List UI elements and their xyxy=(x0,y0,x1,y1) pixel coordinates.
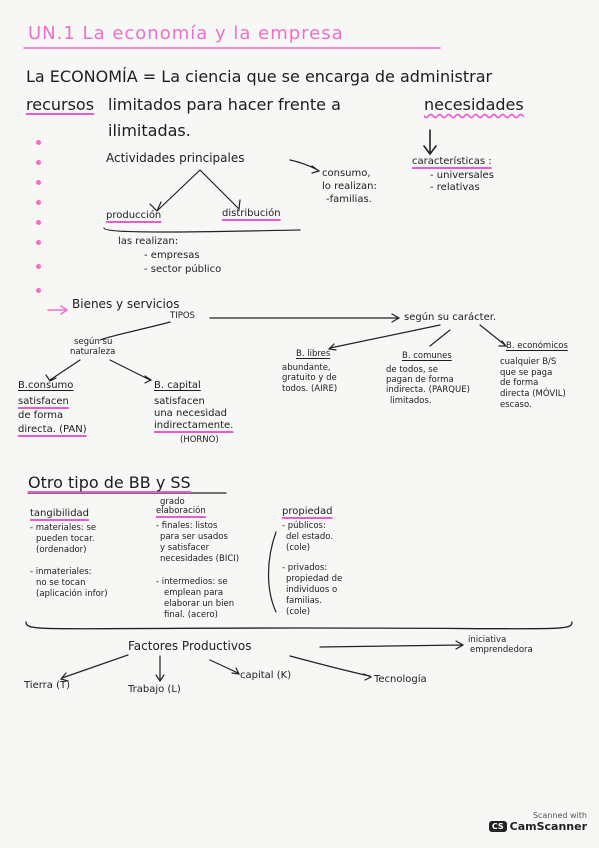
produccion-label: producción xyxy=(106,210,162,221)
margin-dot xyxy=(36,240,41,245)
intermedios-4: final. (acero) xyxy=(164,610,218,620)
materiales-2: pueden tocar. xyxy=(36,534,95,544)
b-libres-desc-2: gratuito y de xyxy=(282,373,337,383)
recursos-word: recursos xyxy=(26,95,95,114)
empresas-item: - empresas xyxy=(144,250,200,261)
inmateriales-3: (aplicación infor) xyxy=(36,589,108,599)
b-economicos-desc-2: que se paga xyxy=(500,368,553,378)
otro-tipo-heading: Otro tipo de BB y SS xyxy=(28,473,191,492)
b-libres-desc-1: abundante, xyxy=(282,363,331,373)
ilimitadas-text: ilimitadas. xyxy=(108,121,191,140)
b-libres-desc-3: todos. (AIRE) xyxy=(282,384,338,394)
b-comunes-desc-2: pagan de forma xyxy=(386,375,454,385)
b-consumo-desc-2: de forma xyxy=(18,410,64,421)
b-capital-label: B. capital xyxy=(154,380,201,391)
intermedios-1: - intermedios: se xyxy=(156,577,228,587)
b-capital-desc-3: indirectamente. xyxy=(154,420,234,431)
b-libres-label: B. libres xyxy=(296,349,331,359)
consumo-familias: -familias. xyxy=(326,194,372,205)
finales-3: y satisfacer xyxy=(160,543,210,553)
consumo-label: consumo, xyxy=(322,168,371,179)
b-comunes-label: B. comunes xyxy=(402,351,452,361)
materiales-1: - materiales: se xyxy=(30,523,97,533)
finales-4: necesidades (BICI) xyxy=(160,554,240,564)
actividades-label: Actividades principales xyxy=(106,151,245,165)
bienes-servicios-heading: Bienes y servicios xyxy=(72,297,180,311)
margin-dot xyxy=(36,200,41,205)
b-economicos-label: B. económicos xyxy=(506,341,568,351)
b-comunes-desc-3: indirecta. (PARQUE) xyxy=(386,385,470,395)
finales-1: - finales: listos xyxy=(156,521,218,531)
factor-tecnologia: Tecnología xyxy=(374,674,427,685)
intermedios-3: elaborar un bien xyxy=(164,599,235,609)
distribucion-label: distribución xyxy=(222,208,281,219)
privados-3: individuos o xyxy=(286,585,338,595)
margin-dot xyxy=(36,180,41,185)
scanned-with-label: Scanned with xyxy=(532,811,587,820)
b-capital-desc-1: satisfacen xyxy=(154,396,205,407)
sector-publico-item: - sector público xyxy=(144,264,222,275)
margin-dot xyxy=(36,288,41,293)
factores-heading: Factores Productivos xyxy=(128,639,252,653)
b-economicos-desc-4: directa (MÓVIL) xyxy=(500,389,566,399)
caracteristicas-label: características : xyxy=(412,156,492,167)
factor-iniciativa-1: iniciativa xyxy=(468,635,507,645)
finales-2: para ser usados xyxy=(160,532,228,542)
factor-trabajo: Trabajo (L) xyxy=(128,684,181,695)
grado-label-2: elaboración xyxy=(156,506,206,516)
realizan-label: las realizan: xyxy=(118,236,179,247)
b-consumo-label: B.consumo xyxy=(18,380,74,391)
camscanner-watermark: Scanned with CS CamScanner xyxy=(488,804,587,840)
factor-iniciativa-2: emprendedora xyxy=(470,645,533,655)
universales-item: - universales xyxy=(430,170,494,181)
privados-5: (cole) xyxy=(286,607,311,617)
margin-dot xyxy=(36,264,41,269)
intermedios-2: emplean para xyxy=(164,588,224,598)
relativas-item: - relativas xyxy=(430,182,480,193)
factor-tierra: Tierra (T) xyxy=(24,680,70,691)
b-comunes-desc-1: de todos, se xyxy=(386,365,438,375)
camscanner-logo-icon: CS xyxy=(488,821,507,832)
publicos-1: - públicos: xyxy=(282,521,326,531)
camscanner-name: CamScanner xyxy=(509,820,587,833)
b-capital-desc-4: (HORNO) xyxy=(180,435,219,445)
publicos-2: del estado. xyxy=(286,532,334,542)
propiedad-label: propiedad xyxy=(282,506,333,517)
materiales-3: (ordenador) xyxy=(36,545,87,555)
margin-dot xyxy=(36,140,41,145)
grado-label-1: grado xyxy=(160,497,185,507)
inmateriales-2: no se tocan xyxy=(36,578,86,588)
inmateriales-1: - inmateriales: xyxy=(30,567,92,577)
privados-1: - privados: xyxy=(282,563,328,573)
segun-naturaleza-1: según su xyxy=(74,337,113,347)
factor-capital: capital (K) xyxy=(240,670,292,681)
page-title: UN.1 La economía y la empresa xyxy=(28,23,344,44)
privados-2: propiedad de xyxy=(286,574,343,584)
margin-dot xyxy=(36,160,41,165)
b-consumo-desc-3: directa. (PAN) xyxy=(18,424,87,435)
b-economicos-desc-3: de forma xyxy=(500,378,539,388)
margin-dot xyxy=(36,220,41,225)
consumo-realizan: lo realizan: xyxy=(322,181,377,192)
publicos-3: (cole) xyxy=(286,543,311,553)
b-economicos-desc-1: cualquier B/S xyxy=(500,357,557,367)
segun-naturaleza-2: naturaleza xyxy=(70,347,116,357)
tipos-label: TIPOS xyxy=(170,311,195,321)
economia-definition: La ECONOMÍA = La ciencia que se encarga … xyxy=(26,67,493,86)
tangibilidad-label: tangibilidad xyxy=(30,508,90,519)
limitados-text: limitados para hacer frente a xyxy=(108,95,341,114)
b-consumo-desc-1: satisfacen xyxy=(18,396,69,407)
b-comunes-desc-4: limitados. xyxy=(390,396,432,406)
necesidades-word: necesidades xyxy=(424,95,524,114)
segun-caracter: según su carácter. xyxy=(404,312,497,323)
b-economicos-desc-5: escaso. xyxy=(500,400,532,410)
privados-4: familias. xyxy=(286,596,322,606)
b-capital-desc-2: una necesidad xyxy=(154,408,227,419)
